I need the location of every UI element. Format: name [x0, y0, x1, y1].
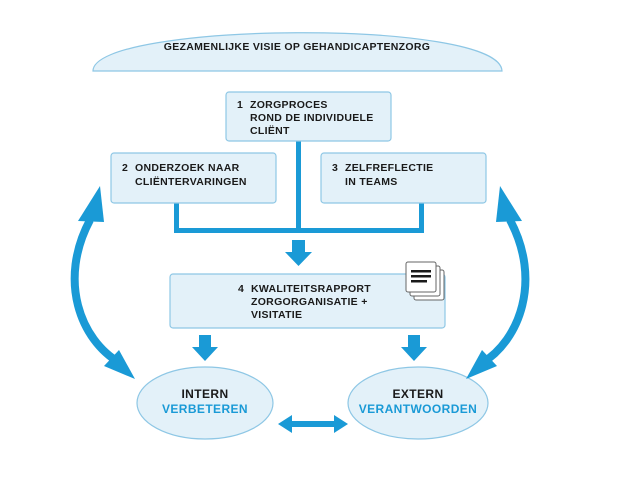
box-onderzoek-line2: CLIËNTERVARINGEN: [135, 175, 247, 188]
left-curved-double-arrow: [70, 186, 135, 379]
box-zorgproces: 1 ZORGPROCES ROND DE INDIVIDUELE CLIËNT: [225, 91, 392, 142]
box-kwaliteitsrapport-line2: ZORGORGANISATIE +: [251, 296, 368, 308]
box-zelfreflectie-line2: IN TEAMS: [345, 176, 398, 188]
vision-label: GEZAMENLIJKE VISIE OP GEHANDICAPTENZORG: [164, 41, 430, 53]
box-onderzoek-number: 2: [122, 162, 128, 174]
box-zelfreflectie: 3 ZELFREFLECTIE IN TEAMS: [320, 152, 487, 204]
document-stack-icon: [405, 261, 445, 301]
box-zorgproces-line3: CLIËNT: [250, 124, 290, 137]
intern-line2: VERBETEREN: [162, 402, 248, 416]
box-kwaliteitsrapport: 4 KWALITEITSRAPPORT ZORGORGANISATIE + VI…: [169, 273, 446, 329]
right-curved-double-arrow: [466, 186, 530, 379]
vision-dome: [92, 32, 503, 72]
extern-line2: VERANTWOORDEN: [359, 402, 478, 416]
box-zelfreflectie-line1: ZELFREFLECTIE: [345, 162, 433, 174]
box-onderzoek-line1: ONDERZOEK NAAR: [135, 162, 240, 174]
box-zorgproces-line1: ZORGPROCES: [250, 99, 328, 111]
box-kwaliteitsrapport-line3: VISITATIE: [251, 309, 302, 321]
box-zelfreflectie-number: 3: [332, 162, 338, 174]
intern-verbeteren: INTERN VERBETEREN: [136, 366, 274, 440]
arrow-down-center: [285, 240, 312, 266]
arrow-down-left: [192, 335, 218, 361]
intern-line1: INTERN: [181, 387, 228, 401]
extern-verantwoorden: EXTERN VERANTWOORDEN: [347, 366, 489, 440]
box-kwaliteitsrapport-number: 4: [238, 283, 244, 295]
box-zorgproces-number: 1: [237, 99, 243, 111]
box-kwaliteitsrapport-line1: KWALITEITSRAPPORT: [251, 283, 371, 295]
box-onderzoek: 2 ONDERZOEK NAAR CLIËNTERVARINGEN: [110, 152, 277, 204]
arrow-down-right: [401, 335, 427, 361]
connector-lines: [174, 140, 424, 233]
extern-line1: EXTERN: [392, 387, 443, 401]
box-zorgproces-line2: ROND DE INDIVIDUELE: [250, 112, 374, 124]
double-arrow-horizontal: [278, 415, 348, 433]
